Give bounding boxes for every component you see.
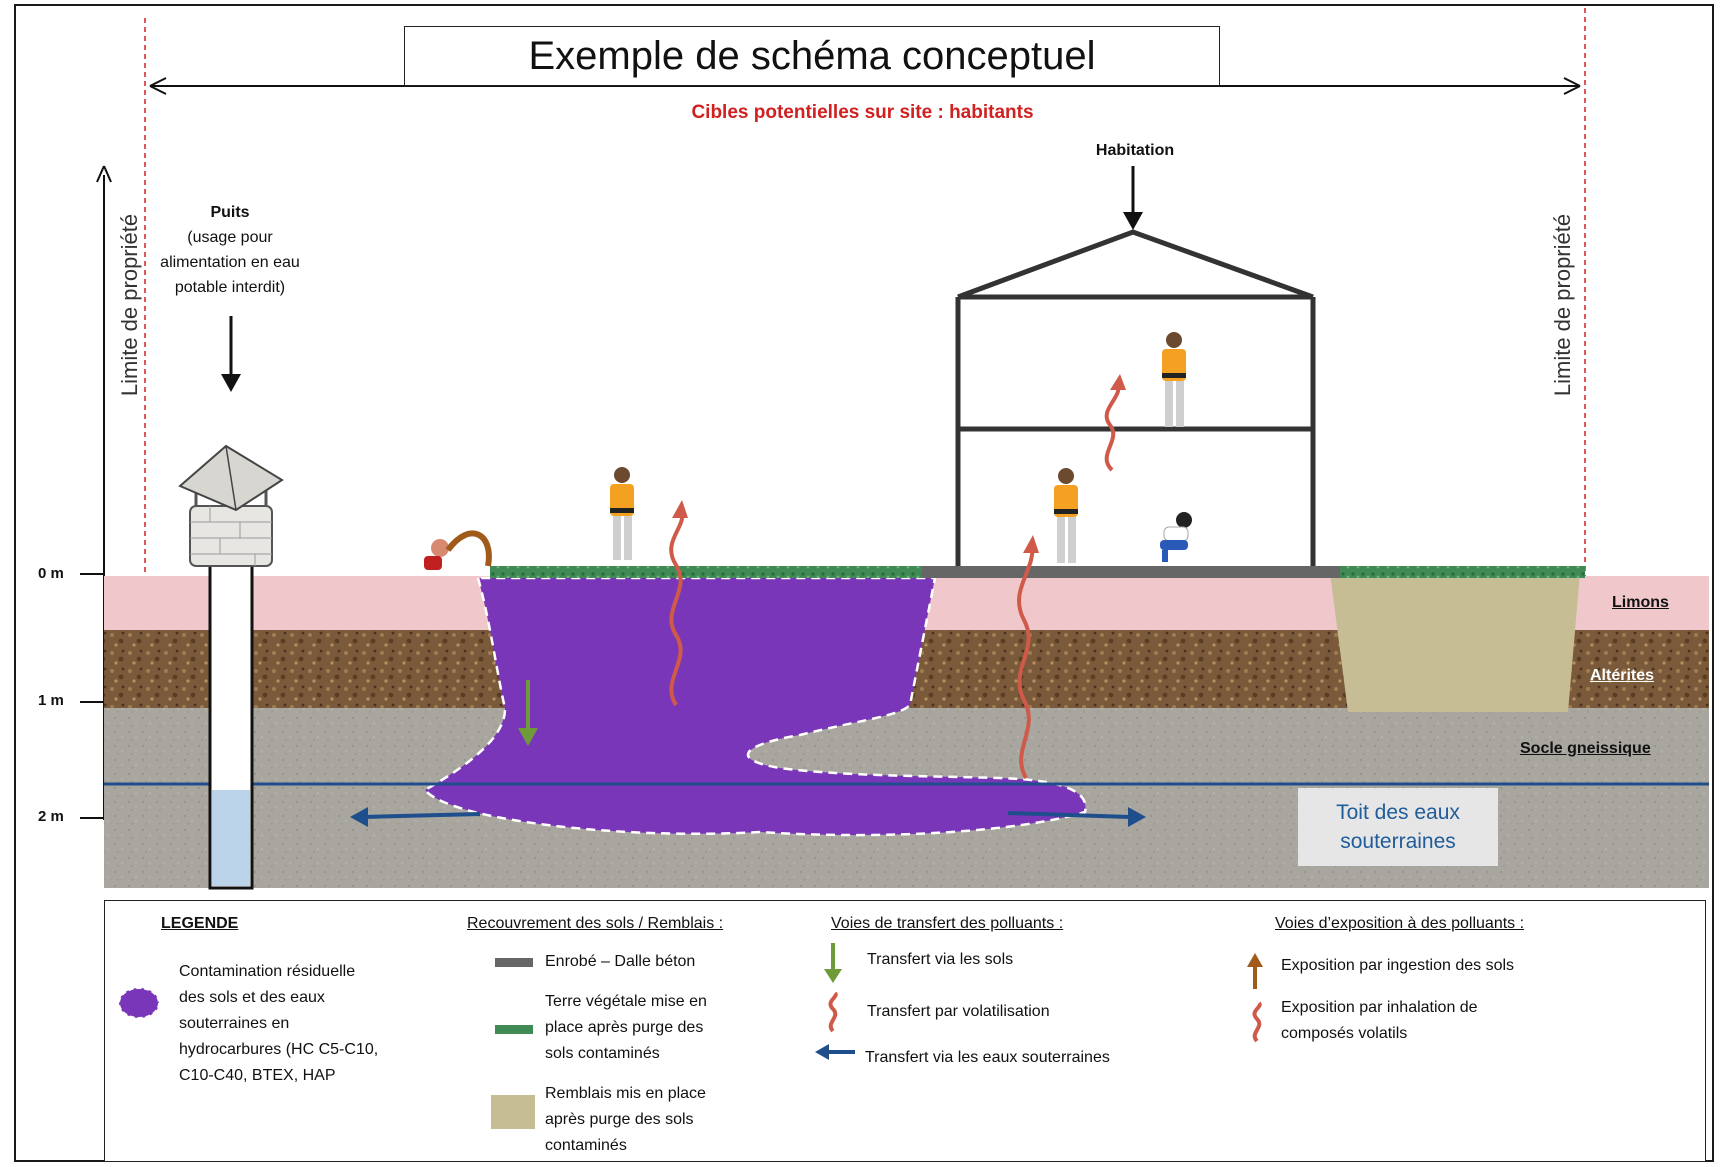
legend-exposure-ingestion: Exposition par ingestion des sols <box>1281 957 1515 974</box>
groundwater-arrow-right <box>1007 807 1146 827</box>
depth-label-0: 0 m <box>38 565 64 582</box>
property-arrow-left-icon <box>149 77 167 95</box>
backfill-zone-2 <box>1330 573 1580 712</box>
topsoil-strip-2 <box>1340 566 1585 578</box>
layer-label-socle: Socle gneissique <box>1520 740 1651 757</box>
legend-transfer-sols: Transfert via les sols <box>867 951 1014 968</box>
legend-cover-title: Recouvrement des sols / Remblais : <box>467 915 724 932</box>
targets-label: Cibles potentielles sur site : habitants <box>691 102 1034 123</box>
concrete-slab <box>922 566 1340 578</box>
child-ingestion-icon <box>424 530 492 570</box>
property-arrow-right-icon <box>1563 77 1581 95</box>
well-water <box>212 790 250 886</box>
house-label: Habitation <box>1095 142 1175 159</box>
well-note-3: potable interdit) <box>174 279 286 296</box>
volatilisation-arrow-house <box>1017 535 1039 779</box>
groundwater-arrow-left <box>350 807 481 827</box>
well-label: Puits (usage pour alimentation en eau po… <box>160 200 300 300</box>
house-structure <box>955 229 1316 566</box>
depth-label-2: 2 m <box>38 808 64 825</box>
house-arrow-icon <box>1123 212 1143 230</box>
legend-exposure-title: Voies d’exposition à des polluants : <box>1275 915 1525 932</box>
layer-label-alterites: Altérites <box>1590 667 1655 684</box>
groundwater-label-2: souterraines <box>1340 830 1456 853</box>
volatilisation-arrow-outdoor <box>669 500 688 707</box>
legend-transfer-title: Voies de transfert des polluants : <box>831 915 1064 932</box>
property-limit-left-label: Limite de propriété <box>117 213 142 397</box>
well-name: Puits <box>210 204 250 221</box>
well-note-2: alimentation en eau <box>160 254 300 271</box>
legend-enrobe-text: Enrobé – Dalle béton <box>545 953 696 970</box>
diagram-title: Exemple de schéma conceptuel <box>404 26 1220 86</box>
legend-terre-text: Terre végétale mise en place après purge… <box>545 993 707 1062</box>
legend-transfer-volatilisation: Transfert par volatilisation <box>867 1003 1050 1020</box>
ingestion-legend-icon <box>1247 953 1263 989</box>
person-upstairs-icon <box>1162 332 1186 427</box>
well-arrow-icon <box>221 374 241 392</box>
person-outdoor-icon <box>610 467 634 560</box>
child-icon <box>1160 512 1192 562</box>
inhalation-legend-icon <box>1252 1001 1262 1043</box>
enrobe-swatch-icon <box>495 958 533 967</box>
legend-contamination-text: Contamination résiduelle des sols et des… <box>179 963 379 1084</box>
topsoil-strip-1 <box>490 566 922 578</box>
groundwater-legend-icon <box>815 1044 855 1060</box>
contamination-plume <box>423 576 1087 837</box>
property-limit-right-label: Limite de propriété <box>1550 213 1575 397</box>
backfill-swatch-icon <box>491 1095 535 1129</box>
soil-transfer-legend-icon <box>824 943 842 983</box>
volatilisation-legend-icon <box>828 991 838 1033</box>
legend-box: LEGENDE Contamination résiduelle des sol… <box>104 900 1706 1162</box>
depth-axis-arrow-icon <box>96 165 112 183</box>
well-note-1: (usage pour <box>187 229 273 246</box>
person-groundfloor-icon <box>1054 468 1078 563</box>
legend-remblais-text: Remblais mis en place après purge des so… <box>545 1085 706 1154</box>
soil-transfer-arrow <box>518 680 538 746</box>
legend-transfer-eaux: Transfert via les eaux souterraines <box>865 1049 1110 1066</box>
groundwater-label-box: Toit des eaux souterraines <box>1298 788 1498 866</box>
layer-label-limons: Limons <box>1612 594 1669 611</box>
legend-exposure-inhalation: Exposition par inhalation de composés vo… <box>1281 999 1478 1042</box>
contamination-swatch-icon <box>118 987 160 1019</box>
well-head-icon <box>178 444 284 567</box>
groundwater-label-1: Toit des eaux <box>1336 801 1460 824</box>
depth-label-1: 1 m <box>38 692 64 709</box>
volatilisation-arrow-upstairs <box>1104 374 1126 472</box>
legend-title: LEGENDE <box>161 915 239 932</box>
topsoil-swatch-icon <box>495 1025 533 1034</box>
